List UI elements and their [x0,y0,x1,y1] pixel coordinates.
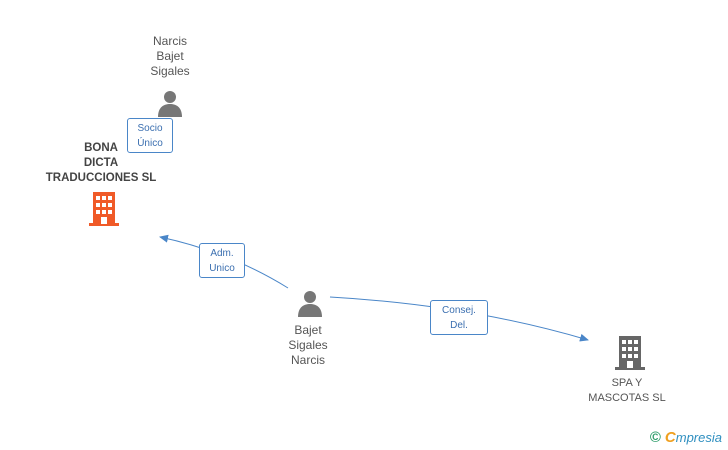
company-main-label[interactable]: BONA DICTA TRADUCCIONES SL [45,142,157,184]
edge-label-consej: Consej. Del. [430,300,488,335]
edge-label-socio: Socio Único [127,118,173,153]
edge-label-adm: Adm. Unico [199,243,245,278]
person-center-label: Bajet Sigales Narcis [288,323,328,367]
company-other-building-icon[interactable] [614,336,646,370]
company-other-label[interactable]: SPA Y MASCOTAS SL [588,377,666,404]
person-top-icon[interactable] [156,89,184,117]
person-top-label: Narcis Bajet Sigales [150,34,190,78]
brand-logo[interactable]: Cmpresia [664,429,722,446]
copyright-icon: © [649,429,661,446]
person-center-icon[interactable] [296,289,324,317]
footer-brand: © Cmpresia [650,429,722,446]
company-main-building-icon[interactable] [88,192,120,226]
